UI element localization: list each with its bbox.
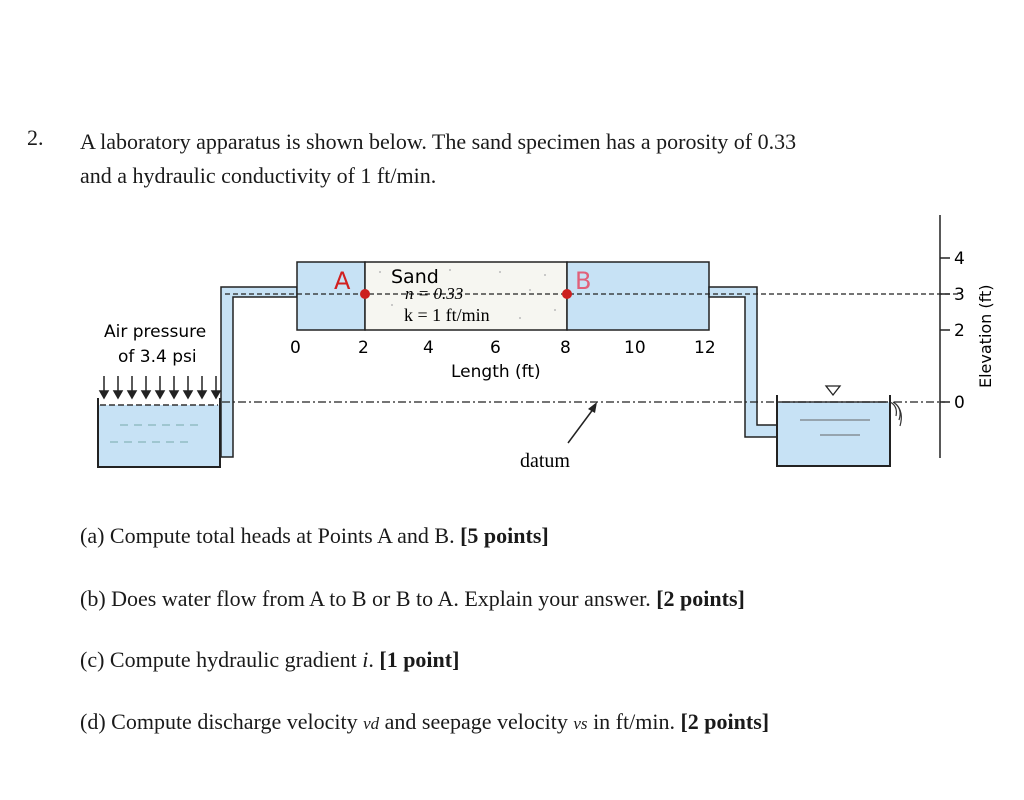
right-reservoir-outline	[776, 395, 891, 467]
elevation-tick: 3	[954, 285, 965, 305]
length-tick: 6	[490, 338, 501, 358]
left-tube	[220, 286, 298, 458]
question-text-line1: A laboratory apparatus is shown below. T…	[80, 129, 797, 154]
length-tick: 8	[560, 338, 571, 358]
part-d-text: (d) Compute discharge velocity	[80, 709, 364, 734]
datum-label: datum	[520, 450, 570, 472]
part-a-text: (a) Compute total heads at Points A and …	[80, 523, 461, 548]
part-d-points: [2 points]	[680, 709, 770, 734]
elevation-axis-label: Elevation (ft)	[976, 284, 995, 388]
point-a-marker	[360, 289, 370, 299]
air-pressure-label-line2: of 3.4 psi	[118, 347, 197, 367]
conductivity-label: k = 1 ft/min	[404, 305, 490, 325]
right-reservoir-water	[777, 402, 890, 466]
point-b-label: B	[575, 267, 591, 295]
question-number: 2.	[27, 125, 44, 150]
sand-label: Sand	[391, 266, 439, 288]
laboratory-apparatus-figure: A B Sand n = 0.33 k = 1 ft/min Air press…	[97, 215, 995, 472]
part-d-suffix: in ft/min.	[587, 709, 681, 734]
length-tick: 4	[423, 338, 434, 358]
elevation-axis-ticks: 4 3 2 0	[954, 249, 965, 413]
left-reservoir-outline	[97, 398, 221, 468]
part-c-suffix: .	[368, 647, 380, 672]
part-a: (a) Compute total heads at Points A and …	[80, 523, 549, 549]
part-c-variable: i	[362, 647, 369, 672]
elevation-tick: 2	[954, 321, 965, 341]
chamber-left-water	[296, 261, 366, 331]
water-surface-marker-icon	[824, 385, 842, 397]
elevation-tick: 0	[954, 393, 965, 413]
part-b: (b) Does water flow from A to B or B to …	[80, 586, 745, 612]
elevation-axis-tick-marks	[940, 257, 950, 403]
part-d-variable-vs: vs	[573, 714, 588, 733]
point-b-marker	[562, 289, 572, 299]
length-axis-ticks: 0 2 4 6 8 10 12	[290, 338, 716, 358]
point-a-label: A	[334, 267, 351, 295]
air-pressure-label-line1: Air pressure	[104, 322, 206, 342]
length-tick: 0	[290, 338, 301, 358]
sand-texture	[379, 269, 556, 321]
air-pressure-arrows	[98, 376, 222, 400]
length-axis-label: Length (ft)	[451, 362, 541, 382]
overflow-icon	[889, 401, 902, 427]
part-b-points: [2 points]	[656, 586, 745, 611]
right-tube	[708, 286, 780, 438]
part-c: (c) Compute hydraulic gradient i. [1 poi…	[80, 647, 459, 673]
part-c-text: (c) Compute hydraulic gradient	[80, 647, 363, 672]
part-d: (d) Compute discharge velocity vd and se…	[80, 709, 769, 735]
part-b-text: (b) Does water flow from A to B or B to …	[80, 586, 657, 611]
part-a-points: [5 points]	[460, 523, 549, 548]
length-tick: 10	[624, 338, 646, 358]
part-d-mid: and seepage velocity	[379, 709, 574, 734]
left-reservoir-water	[98, 405, 220, 467]
datum-arrow-icon	[588, 402, 597, 413]
datum-pointer	[567, 407, 595, 444]
part-c-points: [1 point]	[379, 647, 460, 672]
length-tick: 2	[358, 338, 369, 358]
elevation-tick: 4	[954, 249, 965, 269]
question-text: A laboratory apparatus is shown below. T…	[80, 125, 1020, 193]
part-d-variable-vd: vd	[363, 714, 380, 733]
length-tick: 12	[694, 338, 716, 358]
porosity-label: n = 0.33	[405, 284, 463, 303]
question-text-line2: and a hydraulic conductivity of 1 ft/min…	[80, 163, 437, 188]
